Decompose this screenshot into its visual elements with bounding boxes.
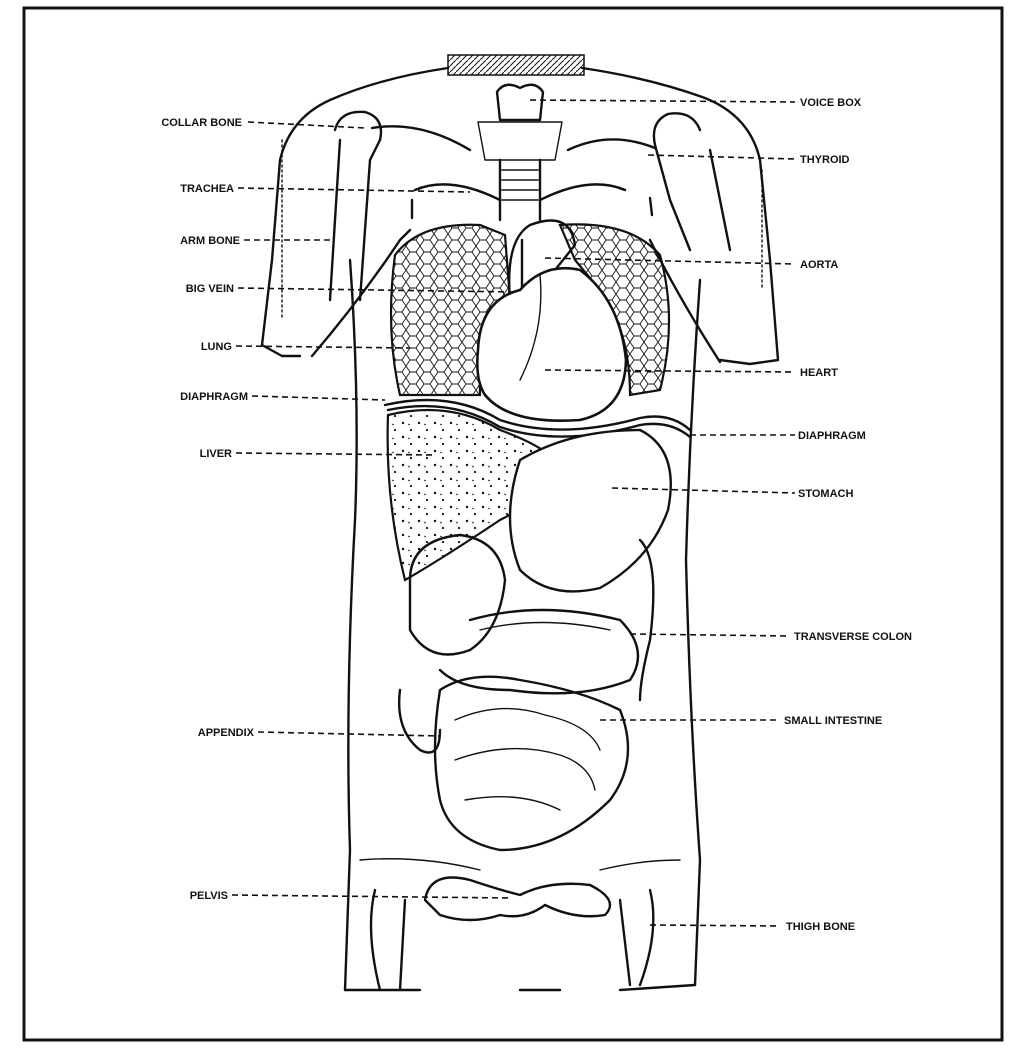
- label-arm-bone: ARM BONE: [180, 235, 240, 247]
- label-diaphragm-right: DIAPHRAGM: [798, 430, 866, 442]
- label-heart: HEART: [800, 367, 838, 379]
- label-thigh-bone: THIGH BONE: [786, 921, 855, 933]
- label-small-intestine: SMALL INTESTINE: [784, 715, 882, 727]
- label-appendix: APPENDIX: [198, 727, 255, 739]
- label-thyroid: THYROID: [800, 154, 850, 166]
- label-diaphragm-left: DIAPHRAGM: [180, 391, 248, 403]
- label-stomach: STOMACH: [798, 488, 853, 500]
- label-lung: LUNG: [201, 341, 232, 353]
- label-transverse-colon: TRANSVERSE COLON: [794, 631, 912, 643]
- label-liver: LIVER: [200, 448, 232, 460]
- label-pelvis: PELVIS: [190, 890, 228, 902]
- label-collar-bone: COLLAR BONE: [161, 117, 242, 129]
- label-trachea: TRACHEA: [180, 183, 234, 195]
- label-big-vein: BIG VEIN: [186, 283, 234, 295]
- label-aorta: AORTA: [800, 259, 838, 271]
- label-voice-box: VOICE BOX: [800, 97, 862, 109]
